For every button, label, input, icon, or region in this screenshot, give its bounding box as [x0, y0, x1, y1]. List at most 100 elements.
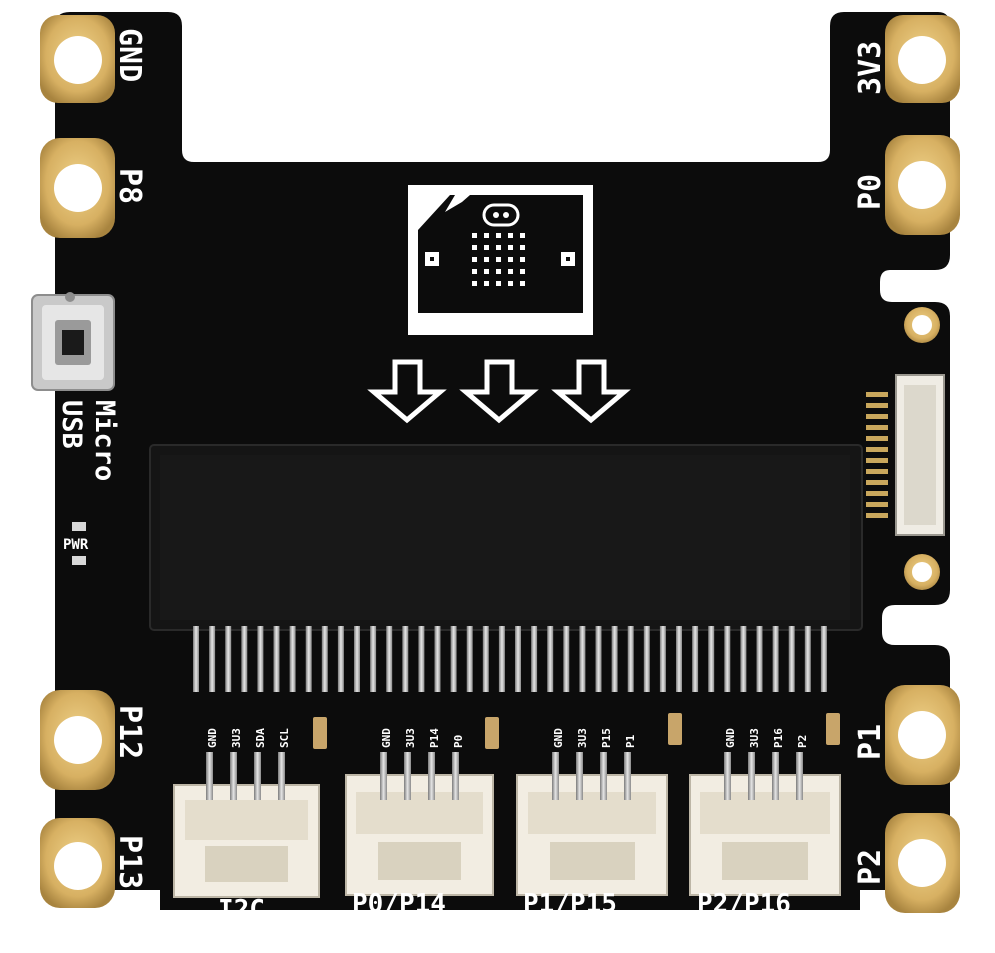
label-p1: P1 [853, 724, 888, 760]
smd-component [668, 713, 682, 745]
connector-pin [321, 626, 328, 692]
connector-pin [370, 626, 377, 692]
connector-pin [772, 626, 779, 692]
grove-pin-leg [206, 752, 213, 800]
pad-p12[interactable] [40, 690, 115, 790]
connector-pin [643, 626, 650, 692]
connector-pin [788, 626, 795, 692]
grove-pin-leg [624, 752, 631, 800]
pad-p0[interactable] [885, 135, 960, 235]
label-gnd: GND [112, 28, 147, 82]
grove-pin-label: P0 [452, 735, 465, 748]
grove-pin-label: 3U3 [576, 728, 589, 748]
grove-pin-label: GND [724, 728, 737, 748]
label-p8: P8 [112, 168, 147, 204]
usb-label-micro: Micro [89, 400, 120, 481]
grove-pin-label: GND [206, 728, 219, 748]
connector-pin [563, 626, 570, 692]
grove-label-i2c: I2C [218, 895, 265, 925]
grove-pin-label: P16 [772, 728, 785, 748]
connector-pin [756, 626, 763, 692]
connector-pin [692, 626, 699, 692]
grove-port-p2-p16[interactable] [689, 774, 841, 896]
grove-pin-leg [748, 752, 755, 800]
grove-pin-leg [772, 752, 779, 800]
grove-pin-label: 3U3 [404, 728, 417, 748]
label-p12: P12 [112, 705, 147, 759]
grove-port-i2c[interactable] [173, 784, 320, 898]
connector-pin [466, 626, 473, 692]
arrow-down-icon [367, 359, 447, 424]
grove-pin-leg [278, 752, 285, 800]
connector-pin [386, 626, 393, 692]
smd-component [826, 713, 840, 745]
grove-pin-label: P1 [624, 734, 637, 748]
grove-port-p1-p15[interactable] [516, 774, 668, 896]
connector-pin [515, 626, 521, 692]
connector-pin [418, 626, 425, 692]
connector-pin [595, 626, 602, 692]
grove-pin-leg [254, 752, 261, 800]
connector-pin [531, 626, 538, 692]
connector-pin [498, 626, 505, 692]
connector-pin [547, 626, 554, 692]
grove-label-p0-p14: P0/P14 [352, 889, 446, 919]
label-3v3: 3V3 [853, 41, 888, 95]
grove-pin-leg [600, 752, 607, 800]
connector-pin [627, 626, 634, 692]
connector-pin [579, 626, 586, 692]
pad-p1[interactable] [885, 685, 960, 785]
connector-pin [193, 626, 199, 692]
arrow-down-icon [551, 359, 631, 424]
grove-pin-label: P2 [796, 735, 809, 748]
grove-pin-label: 3U3 [230, 728, 243, 748]
fpc-connector[interactable] [895, 374, 945, 536]
pad-p2[interactable] [885, 813, 960, 913]
connector-pin [434, 626, 441, 692]
connector-pin [354, 626, 360, 692]
connector-pin [305, 626, 312, 692]
connector-pin [257, 626, 264, 692]
usb-label-usb: USB [56, 400, 87, 449]
grove-pin-label: P15 [600, 728, 613, 748]
grove-pin-label: P14 [428, 728, 441, 748]
arrow-down-icon [459, 359, 539, 424]
smd-component [485, 717, 499, 749]
connector-pin [724, 626, 731, 692]
connector-pin [676, 626, 682, 692]
power-led-label: PWR [63, 537, 89, 553]
micro-usb-port[interactable] [31, 292, 115, 391]
grove-label-p1-p15: P1/P15 [523, 889, 617, 919]
power-led [72, 522, 86, 565]
connector-pin [209, 626, 216, 692]
grove-pin-leg [230, 752, 237, 800]
grove-pin-leg [452, 752, 459, 800]
connector-pin [450, 626, 457, 692]
pad-3v3[interactable] [885, 15, 960, 103]
connector-pins [193, 626, 827, 692]
grove-pin-leg [576, 752, 583, 800]
grove-pin-label: 3U3 [748, 728, 761, 748]
connector-pin [804, 626, 811, 692]
connector-pin [225, 626, 232, 692]
connector-pin [402, 626, 409, 692]
grove-pin-leg [428, 752, 435, 800]
pad-p13[interactable] [40, 818, 115, 908]
mount-hole-lower [904, 554, 940, 590]
pad-p8[interactable] [40, 138, 115, 238]
microbit-outline-icon [408, 185, 593, 335]
grove-pin-leg [404, 752, 411, 800]
connector-pin [740, 626, 747, 692]
grove-port-p0-p14[interactable] [345, 774, 494, 896]
label-p13: P13 [112, 835, 147, 889]
connector-pin [273, 626, 280, 692]
mount-hole-upper [904, 307, 940, 343]
connector-pin [659, 626, 666, 692]
grove-pin-leg [796, 752, 803, 800]
pad-gnd[interactable] [40, 15, 115, 103]
microbit-edge-connector[interactable] [149, 444, 863, 631]
label-p0: P0 [853, 174, 888, 210]
connector-pin [289, 626, 296, 692]
grove-pin-label: GND [380, 728, 393, 748]
